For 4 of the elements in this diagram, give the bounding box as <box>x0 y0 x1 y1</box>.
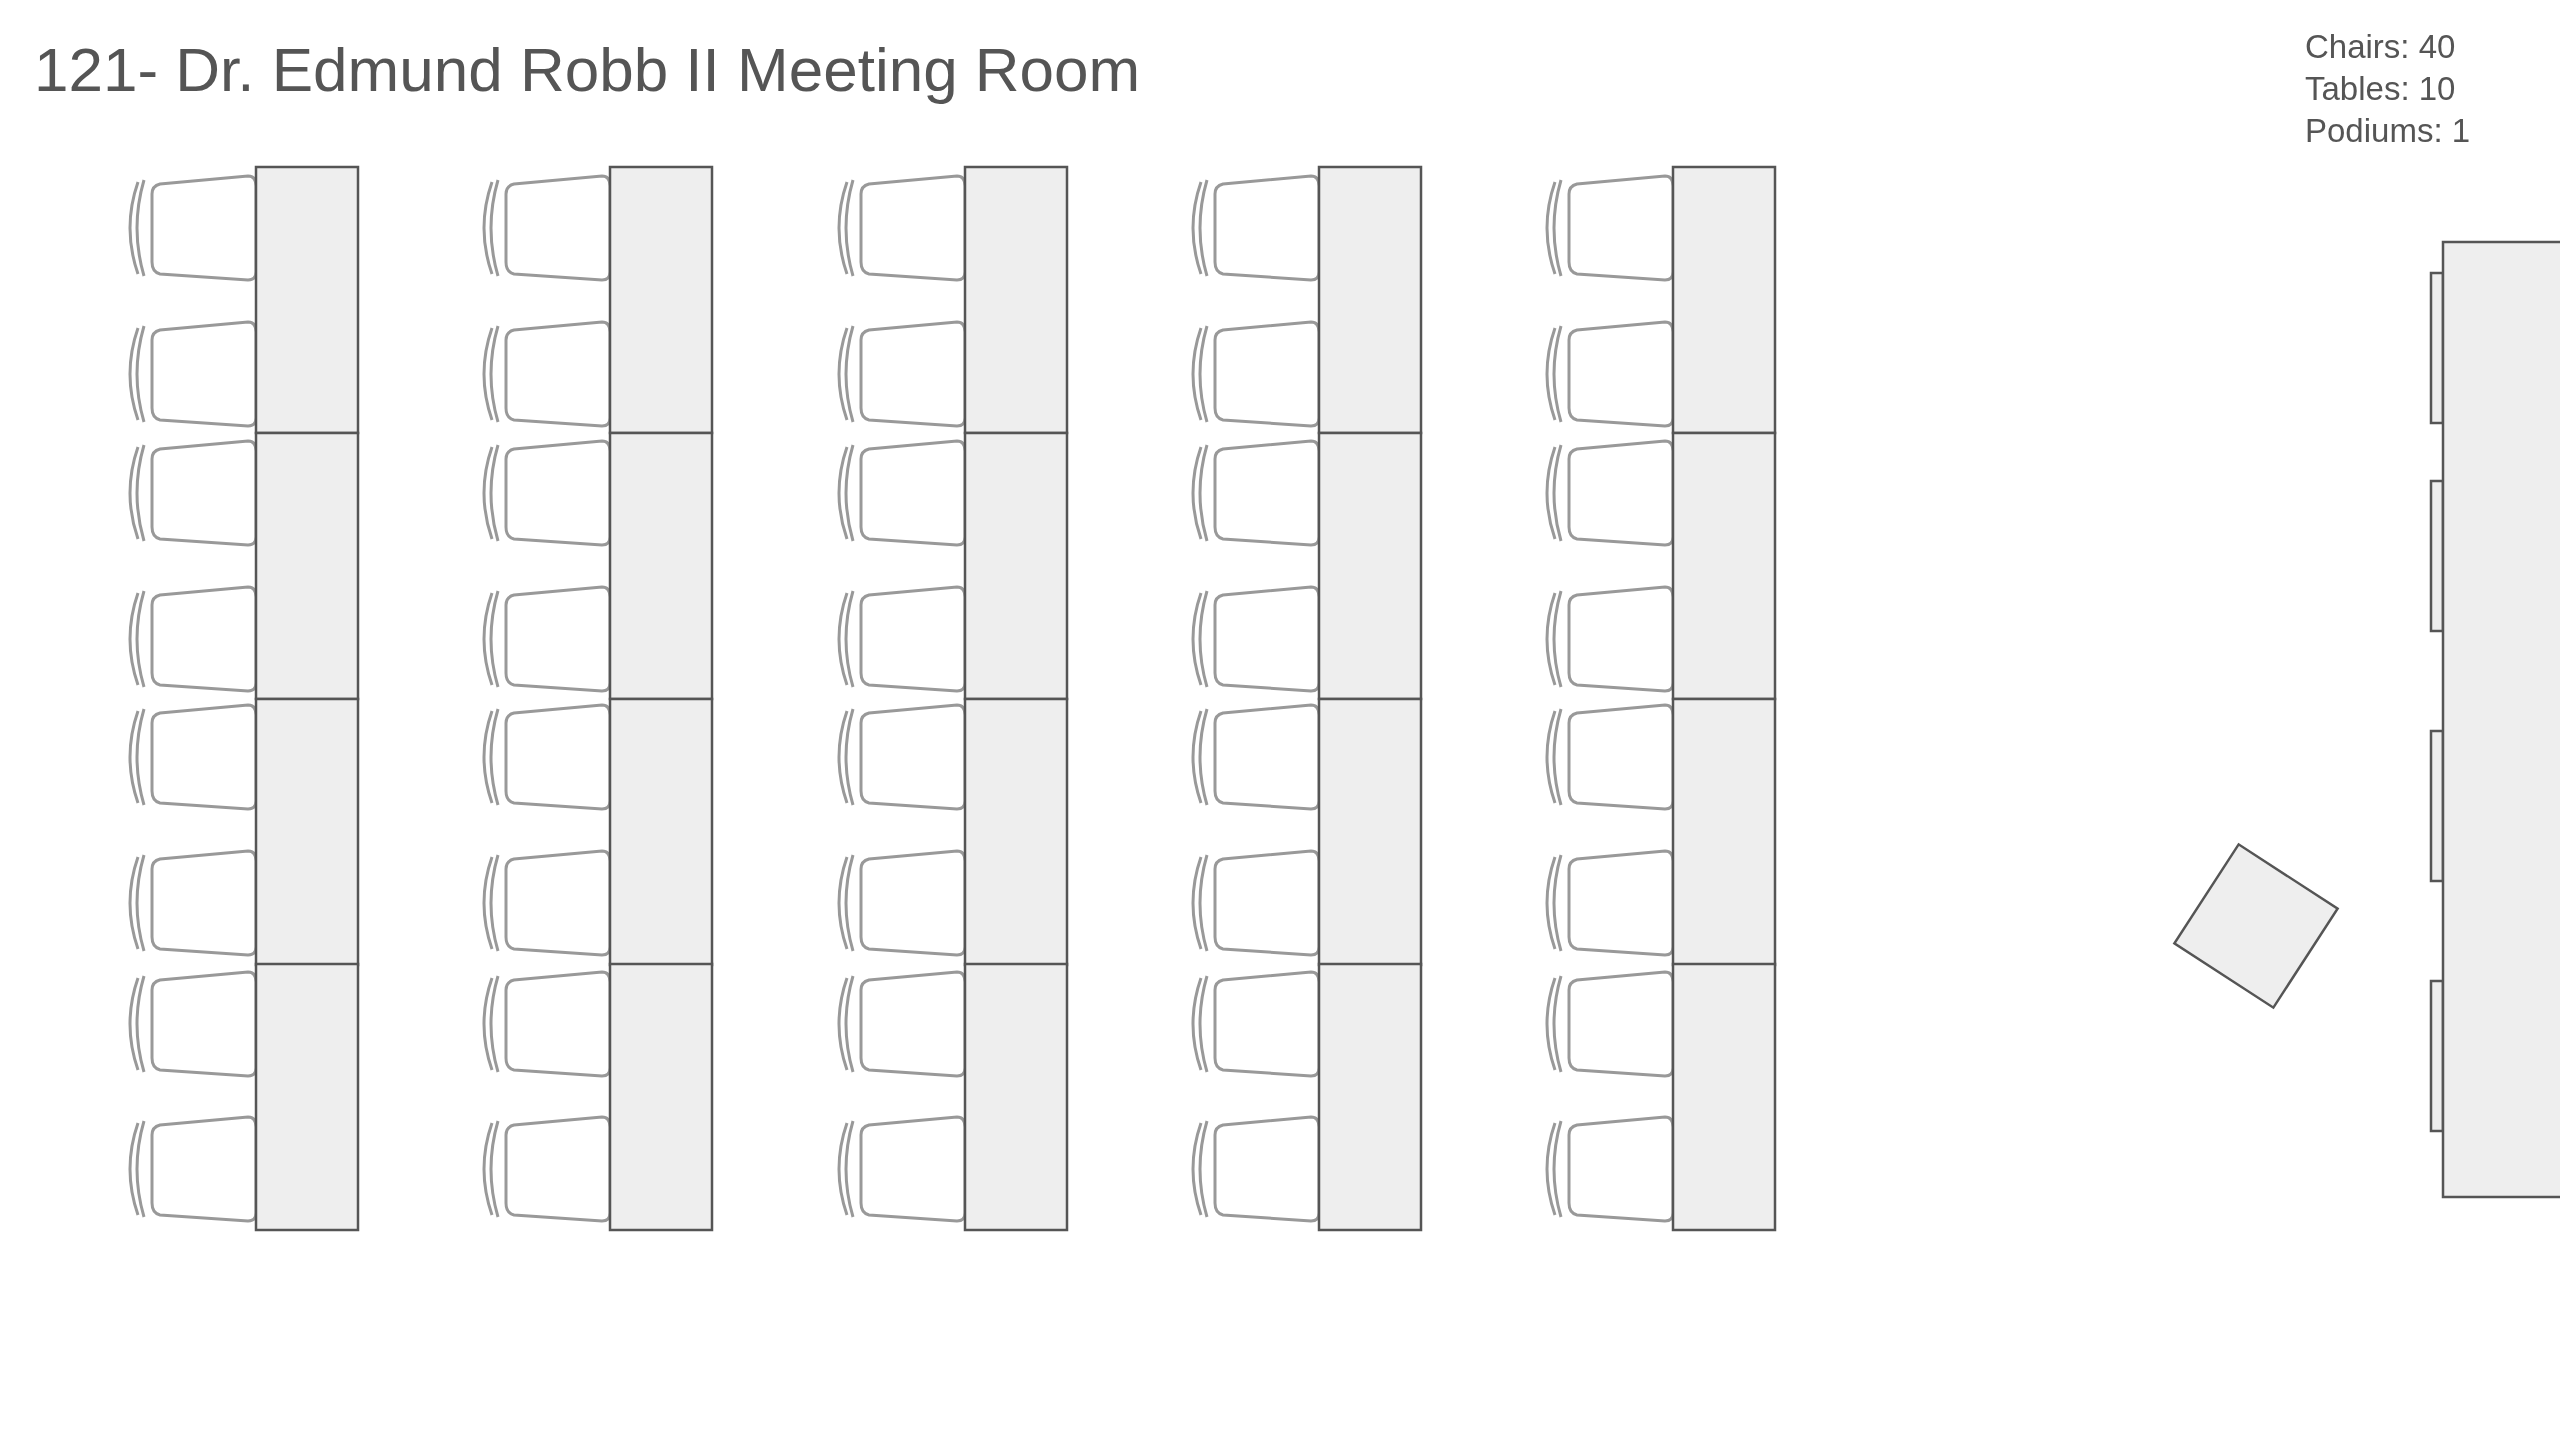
room-title: 121- Dr. Edmund Robb II Meeting Room <box>34 34 1141 105</box>
count-label: Podiums: 1 <box>2305 111 2471 151</box>
count-label: Tables: 10 <box>2305 69 2457 109</box>
count-label: Chairs: 40 <box>2305 27 2457 67</box>
